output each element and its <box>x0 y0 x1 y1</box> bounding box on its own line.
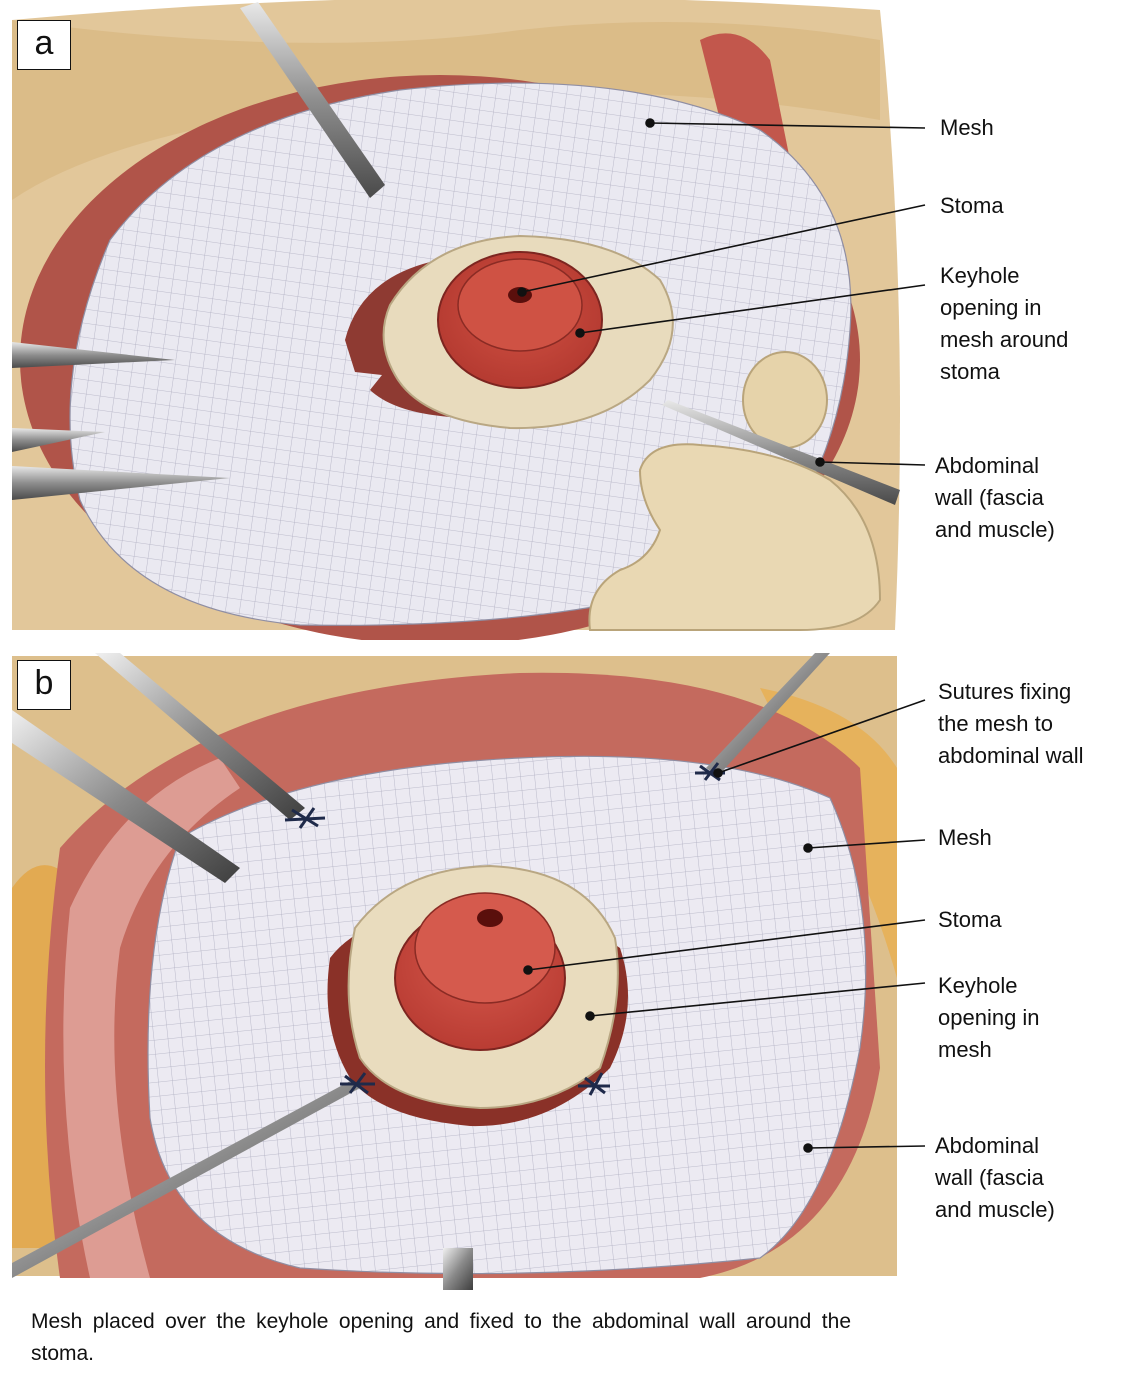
panel-b-illustration <box>12 653 926 1290</box>
forceps-left <box>12 710 240 883</box>
sutures <box>284 762 725 1096</box>
label-stoma-a: Stoma <box>940 193 1004 218</box>
label-keyhole-a: Keyhole opening in mesh around stoma <box>940 263 1069 384</box>
fat-lobules-right <box>760 688 897 978</box>
label-keyhole-b: Keyhole opening in mesh <box>938 973 1040 1062</box>
forceps-left-3 <box>12 466 230 500</box>
forceps-top <box>240 2 385 198</box>
stoma-fold <box>414 892 556 1004</box>
retractor-bottom <box>443 1248 473 1290</box>
fat-tissue-shading <box>12 20 880 200</box>
probe <box>662 400 900 505</box>
label-stoma-b: Stoma <box>938 907 1002 932</box>
panel-letter-a: a <box>17 20 71 70</box>
label-mesh-b: Mesh <box>938 825 992 850</box>
forceps-left-2 <box>12 428 105 452</box>
panel-a: a Mesh Stoma Keyhole opening in mesh aro… <box>0 0 1140 640</box>
forceps-left-1 <box>12 342 175 368</box>
label-abdominal-wall-b: Abdominal wall (fascia and muscle) <box>935 1133 1055 1222</box>
label-sutures-b: Sutures fixing the mesh to abdominal wal… <box>938 679 1084 768</box>
panel-letter-b: b <box>17 660 71 710</box>
figure-caption: Mesh placed over the keyhole opening and… <box>31 1310 851 1365</box>
stoma-fold <box>457 258 583 352</box>
stoma-lumen <box>477 909 503 927</box>
label-abdominal-wall-a: Abdominal wall (fascia and muscle) <box>935 453 1055 542</box>
label-mesh-a: Mesh <box>940 115 994 140</box>
gloved-finger <box>588 443 882 631</box>
panel-b: b Sutures fixing the mesh to abdominal w… <box>0 648 1140 1290</box>
forceps-upper-left <box>95 653 305 820</box>
forceps-upper-right <box>706 653 830 776</box>
leader-lines-b <box>523 699 926 1153</box>
panel-a-illustration <box>12 0 926 640</box>
knuckle <box>742 351 828 449</box>
needle-driver <box>12 1080 360 1278</box>
leader-lines-a <box>517 118 926 467</box>
muscle-fibres <box>63 758 241 1278</box>
